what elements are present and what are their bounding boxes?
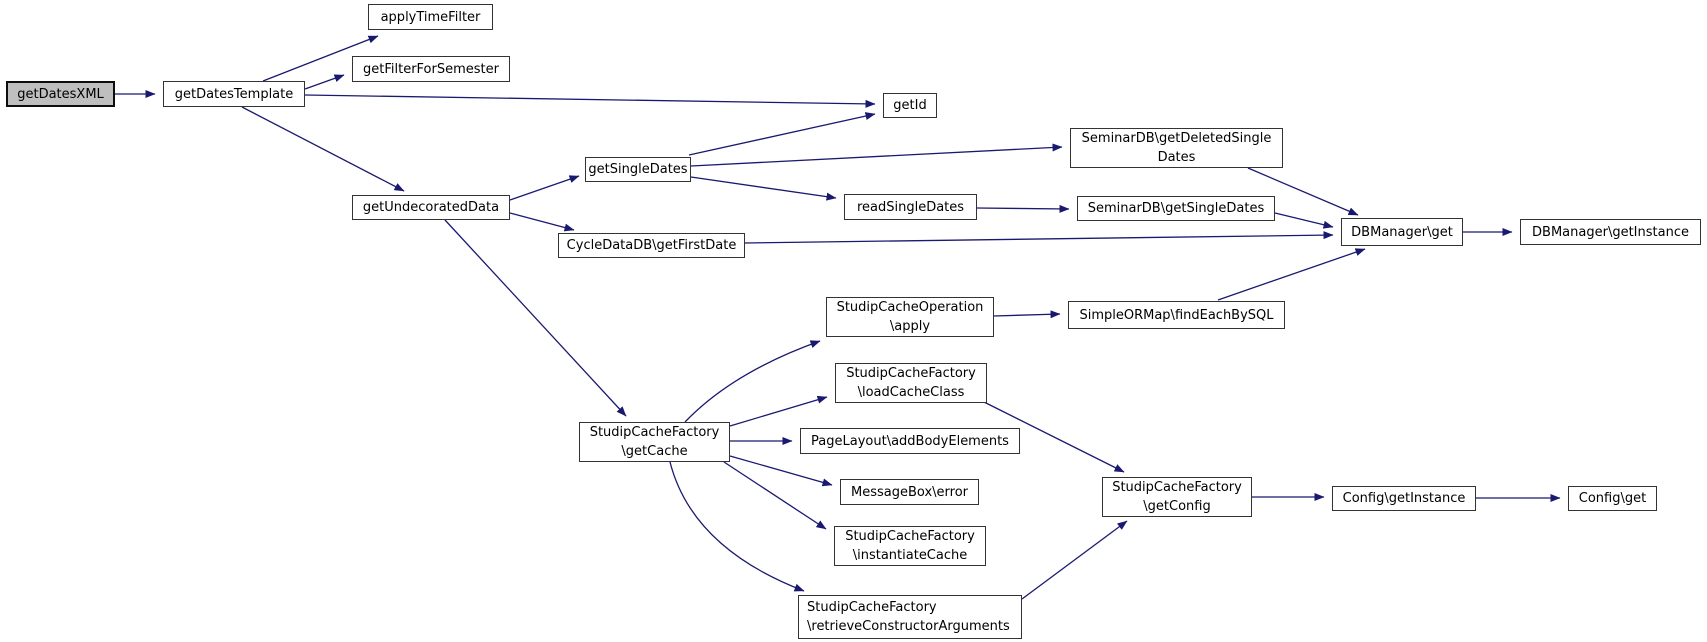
node-StudipCacheFactory-retrieveConstructorArguments[interactable]: StudipCacheFactory \retrieveConstructorA… — [798, 595, 1022, 639]
edge-SeminarDB-getSingleDates-DBManager-get — [1274, 212, 1334, 229]
node-readSingleDates[interactable]: readSingleDates — [844, 194, 977, 220]
edge-getCache-loadCacheClass — [729, 395, 828, 427]
edge-getSingleDates-readSingleDates — [690, 176, 837, 201]
edge-apply-findEachBySQL — [993, 310, 1061, 319]
edge-getDatesTemplate-getUndecoratedData — [241, 106, 405, 192]
node-MessageBox-error[interactable]: MessageBox\error — [840, 479, 979, 505]
edge-getDatesTemplate-applyTimeFilter — [262, 35, 379, 82]
edge-readSingleDates-SeminarDB-getSingleDates — [976, 204, 1070, 213]
edge-getSingleDates-getId — [688, 112, 876, 156]
node-StudipCacheOperation-apply[interactable]: StudipCacheOperation \apply — [826, 297, 994, 337]
edge-getFirstDate-DBManager-get — [744, 231, 1334, 244]
edge-getCache-retrieveConstructorArguments — [669, 461, 805, 592]
node-getId[interactable]: getId — [883, 93, 937, 118]
node-StudipCacheFactory-getCache[interactable]: StudipCacheFactory \getCache — [579, 422, 730, 462]
node-StudipCacheFactory-getConfig[interactable]: StudipCacheFactory \getConfig — [1102, 477, 1252, 517]
edge-getUndecoratedData-getFirstDate — [509, 212, 575, 232]
edge-getUndecoratedData-getCache — [444, 219, 627, 417]
edge-getSingleDates-getDeletedSingleDates — [690, 143, 1063, 167]
node-SeminarDB-getSingleDates[interactable]: SeminarDB\getSingleDates — [1077, 196, 1275, 221]
node-StudipCacheFactory-loadCacheClass[interactable]: StudipCacheFactory \loadCacheClass — [835, 363, 987, 403]
edge-getDeletedSingleDates-DBManager-get — [1247, 167, 1359, 216]
node-SimpleORMap-findEachBySQL[interactable]: SimpleORMap\findEachBySQL — [1068, 301, 1285, 329]
node-Config-get[interactable]: Config\get — [1568, 486, 1657, 511]
node-PageLayout-addBodyElements[interactable]: PageLayout\addBodyElements — [800, 428, 1020, 454]
node-getDatesXML[interactable]: getDatesXML — [6, 81, 115, 107]
node-DBManager-get[interactable]: DBManager\get — [1341, 218, 1463, 246]
node-CycleDataDB-getFirstDate[interactable]: CycleDataDB\getFirstDate — [558, 233, 745, 258]
node-getDatesTemplate[interactable]: getDatesTemplate — [163, 81, 305, 107]
node-getFilterForSemester[interactable]: getFilterForSemester — [352, 56, 510, 82]
node-DBManager-getInstance[interactable]: DBManager\getInstance — [1520, 219, 1701, 245]
node-applyTimeFilter[interactable]: applyTimeFilter — [368, 4, 493, 30]
edge-loadCacheClass-getConfig — [983, 401, 1125, 473]
node-Config-getInstance[interactable]: Config\getInstance — [1332, 486, 1476, 511]
node-StudipCacheFactory-instantiateCache[interactable]: StudipCacheFactory \instantiateCache — [834, 526, 986, 566]
edge-getDatesTemplate-getId — [304, 94, 876, 108]
edge-getDatesTemplate-getFilterForSemester — [304, 74, 345, 90]
edge-getUndecoratedData-getSingleDates — [509, 175, 580, 201]
edge-getCache-apply — [684, 340, 821, 423]
node-getUndecoratedData[interactable]: getUndecoratedData — [352, 195, 510, 220]
edge-getCache-instantiateCache — [723, 461, 827, 530]
node-getSingleDates[interactable]: getSingleDates — [585, 157, 691, 182]
edge-getCache-MessageBox-error — [729, 455, 833, 487]
edge-findEachBySQL-DBManager-get — [1217, 248, 1366, 301]
edge-retrieveConstructorArguments-getConfig — [1021, 520, 1128, 600]
node-SeminarDB-getDeletedSingleDates[interactable]: SeminarDB\getDeletedSingle Dates — [1070, 128, 1283, 168]
